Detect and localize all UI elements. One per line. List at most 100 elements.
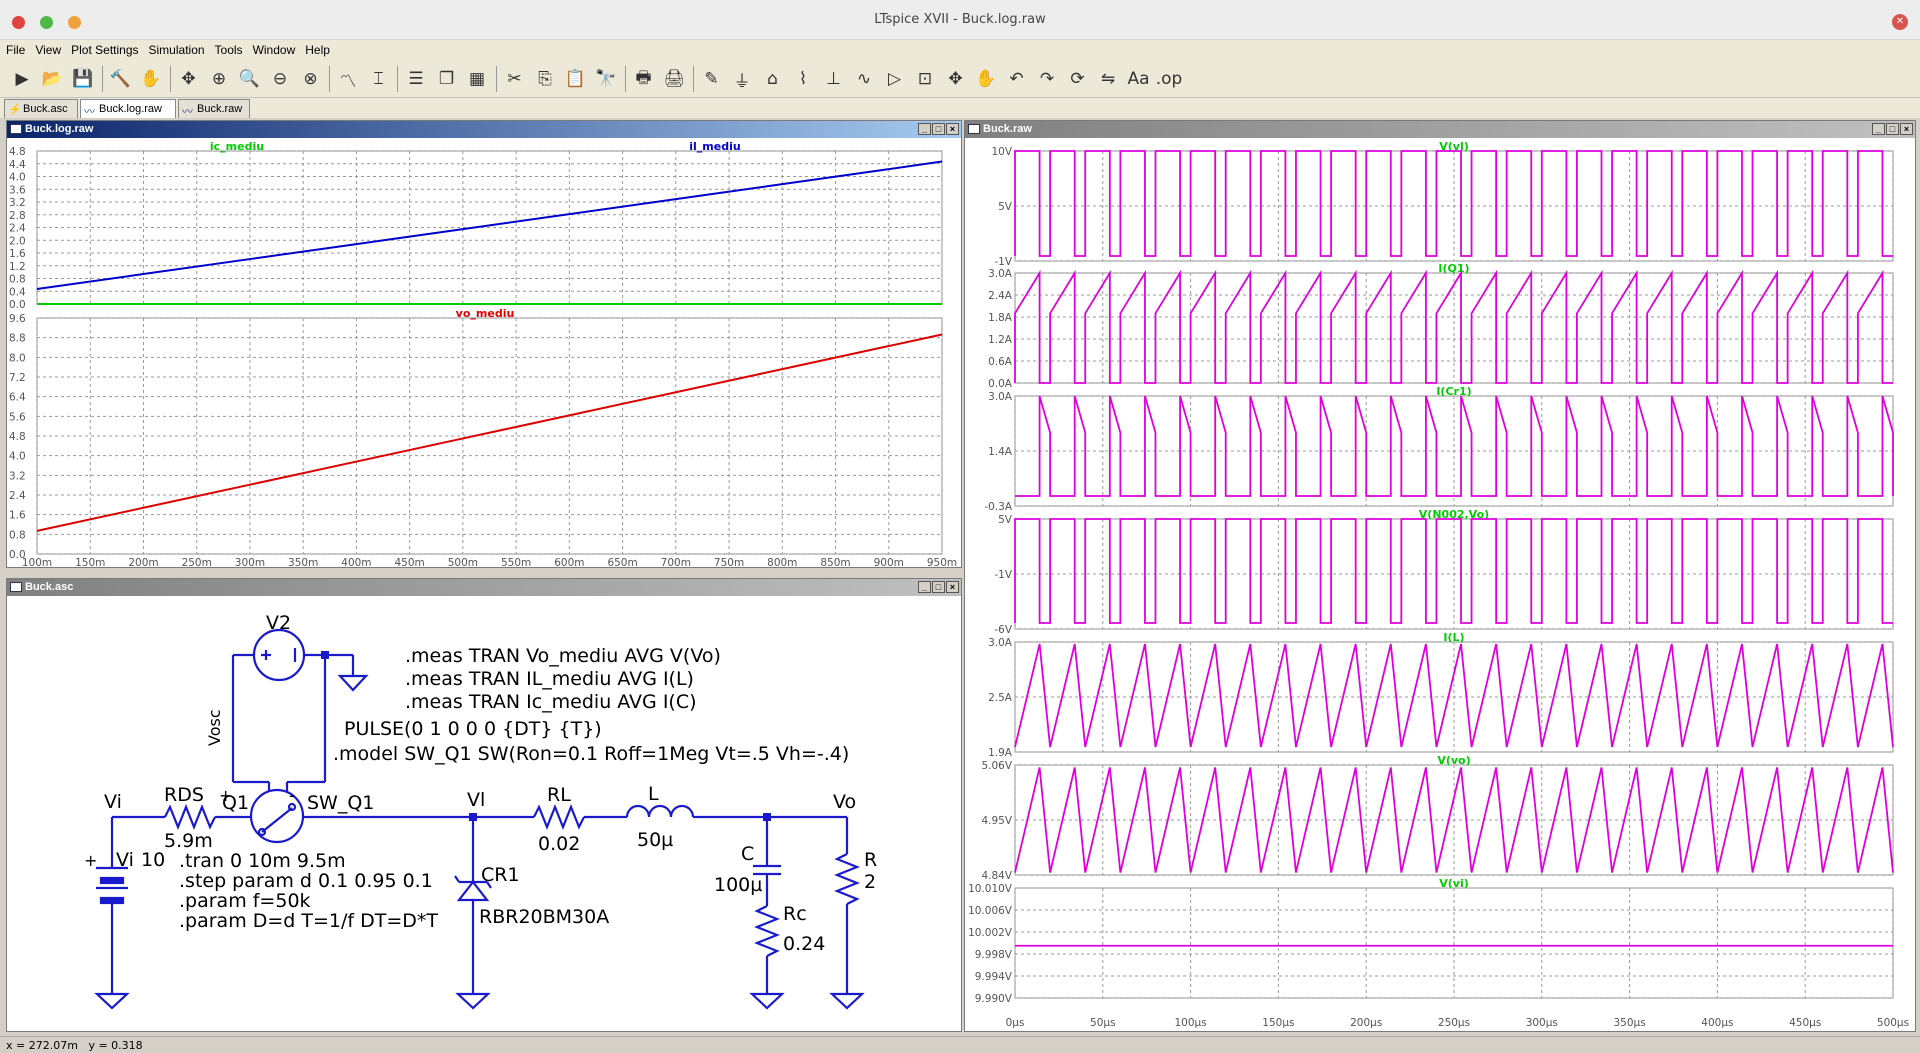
y-tick-label: 2.5A	[988, 692, 1013, 704]
resistor-rc[interactable]	[754, 905, 780, 957]
tran-directive[interactable]: .tran 0 10m 9.5m	[179, 850, 346, 872]
x-tick-label: 950m	[927, 557, 957, 567]
save-icon[interactable]: 💾	[72, 69, 94, 89]
step-directive[interactable]: .step param d 0.1 0.95 0.1	[179, 870, 433, 892]
maximize-button[interactable]: □	[932, 581, 945, 593]
menu-plot-settings[interactable]: Plot Settings	[71, 43, 139, 57]
y-tick-label: 3.0A	[988, 268, 1013, 280]
menu-simulation[interactable]: Simulation	[148, 43, 205, 57]
x-tick-label: 900m	[874, 557, 904, 567]
cut-icon[interactable]: ✂	[507, 69, 522, 89]
maximize-button[interactable]: □	[1886, 123, 1899, 135]
menu-window[interactable]: Window	[252, 43, 296, 57]
svg-text:RL: RL	[547, 784, 571, 806]
menu-file[interactable]: File	[6, 43, 26, 57]
ground-icon[interactable]: ⏚	[733, 71, 751, 92]
meas-directive-il[interactable]: .meas TRAN IL_mediu AVG I(L)	[405, 668, 694, 690]
svg-text:SW_Q1: SW_Q1	[307, 792, 374, 814]
capacitor-icon[interactable]: ⊥	[826, 69, 841, 89]
schematic-canvas[interactable]: V2 Vosc + - Q1 SW_Q1 Vi RDS 5.9m + Vi 10…	[7, 596, 961, 1031]
undo-icon[interactable]: ↶	[1009, 69, 1024, 89]
print-icon[interactable]: 🖶	[635, 67, 652, 88]
menu-tools[interactable]: Tools	[214, 43, 243, 57]
meas-directive-vo[interactable]: .meas TRAN Vo_mediu AVG V(Vo)	[405, 645, 721, 667]
spice-directive-icon[interactable]: .op	[1155, 69, 1183, 89]
meas-directive-ic[interactable]: .meas TRAN Ic_mediu AVG I(C)	[405, 691, 697, 713]
zoom-in-icon[interactable]: ⊕	[211, 69, 227, 89]
menu-help[interactable]: Help	[305, 43, 330, 57]
rotate-icon[interactable]: ⟳	[1070, 69, 1085, 89]
x-tick-label: 650m	[607, 557, 637, 567]
y-tick-label: 10.002V	[968, 927, 1013, 939]
copy-icon[interactable]: ⎘	[538, 69, 552, 89]
control-panel-icon[interactable]: 🔨	[109, 69, 132, 89]
close-button[interactable]: ×	[1900, 123, 1913, 135]
label-icon[interactable]: ⌂	[767, 69, 778, 89]
zoom-cancel-icon[interactable]: ⊗	[303, 69, 318, 89]
redo-icon[interactable]: ↷	[1039, 69, 1055, 89]
minimize-button[interactable]: _	[918, 123, 931, 135]
resistor-rds[interactable]	[164, 804, 216, 830]
close-window-icon[interactable]	[12, 16, 25, 29]
wire-icon[interactable]: ✎	[704, 69, 719, 89]
svg-text:V2: V2	[266, 612, 291, 634]
param-f-directive[interactable]: .param f=50k	[179, 890, 311, 912]
halt-icon[interactable]: ✋	[140, 69, 162, 89]
svg-text:C: C	[741, 843, 754, 865]
zoom-area-icon[interactable]: 🔍	[238, 69, 261, 89]
x-tick-label: 400µs	[1701, 1017, 1733, 1029]
model-directive[interactable]: .model SW_Q1 SW(Ron=0.1 Roff=1Meg Vt=.5 …	[333, 743, 849, 765]
tab-buck-asc[interactable]: ⚡Buck.asc	[4, 99, 78, 118]
tile-horizontal-icon[interactable]: ☰	[408, 69, 424, 89]
param-d-directive[interactable]: .param D=d T=1/f DT=D*T	[179, 910, 438, 932]
tile-vertical-icon[interactable]: ▦	[468, 69, 486, 89]
cursor-y-readout: y = 0.318	[88, 1039, 143, 1052]
find-icon[interactable]: 🔭	[595, 69, 617, 89]
cascade-icon[interactable]: ❐	[438, 69, 455, 89]
y-tick-label: 3.2	[9, 470, 26, 482]
close-button[interactable]: ×	[946, 581, 959, 593]
x-tick-label: 550m	[501, 557, 531, 567]
maximize-window-icon[interactable]	[40, 16, 53, 29]
run-icon[interactable]: ▶	[15, 69, 29, 89]
inductor-icon[interactable]: ∿	[856, 69, 872, 89]
minimize-button[interactable]: _	[918, 581, 931, 593]
y-tick-label: 0.4	[9, 286, 26, 298]
minimize-button[interactable]: _	[1872, 123, 1885, 135]
close-icon[interactable]: ✕	[1892, 14, 1908, 30]
pan-icon[interactable]: ✥	[181, 69, 196, 89]
open-icon[interactable]: 📂	[41, 69, 64, 89]
pulse-value[interactable]: PULSE(0 1 0 0 0 {DT} {T})	[344, 718, 602, 740]
paste-icon[interactable]: 📋	[564, 69, 587, 89]
zoom-out-icon[interactable]: ⊖	[272, 69, 288, 89]
series-vo_mediu-label: vo_mediu	[456, 307, 515, 320]
menu-view[interactable]: View	[35, 43, 62, 57]
mark-icon[interactable]: ⌶	[373, 69, 384, 89]
minimize-window-icon[interactable]	[68, 16, 81, 29]
move-icon[interactable]: ✥	[948, 69, 963, 89]
y-tick-label: 4.8	[9, 431, 26, 443]
series-il_mediu-label: il_mediu	[689, 140, 740, 153]
resistor-rl[interactable]	[533, 804, 585, 830]
resistor-r[interactable]	[834, 853, 860, 905]
diode-icon[interactable]: ▷	[887, 69, 902, 89]
print-setup-icon[interactable]: 🖨	[663, 69, 685, 89]
inductor-l[interactable]	[625, 804, 695, 818]
maximize-button[interactable]: □	[932, 123, 945, 135]
svg-text:Vo: Vo	[833, 791, 856, 813]
close-button[interactable]: ×	[946, 123, 959, 135]
tab-buck-log-raw[interactable]: 〰Buck.log.raw	[80, 99, 176, 118]
battery-vi[interactable]	[99, 876, 125, 885]
y-tick-label: 10.010V	[968, 883, 1013, 895]
tab-buck-raw[interactable]: 〰Buck.raw	[178, 99, 250, 118]
y-tick-label: 3.6	[9, 184, 26, 196]
autorange-icon[interactable]: 〽	[339, 71, 357, 92]
drag-icon[interactable]: ✋	[975, 69, 997, 89]
resistor-icon[interactable]: ⌇	[798, 69, 808, 89]
text-icon[interactable]: Aa	[1127, 69, 1150, 89]
component-icon[interactable]: ⊡	[917, 69, 933, 89]
x-tick-label: 400m	[341, 557, 371, 567]
mirror-icon[interactable]: ⇋	[1100, 69, 1116, 89]
